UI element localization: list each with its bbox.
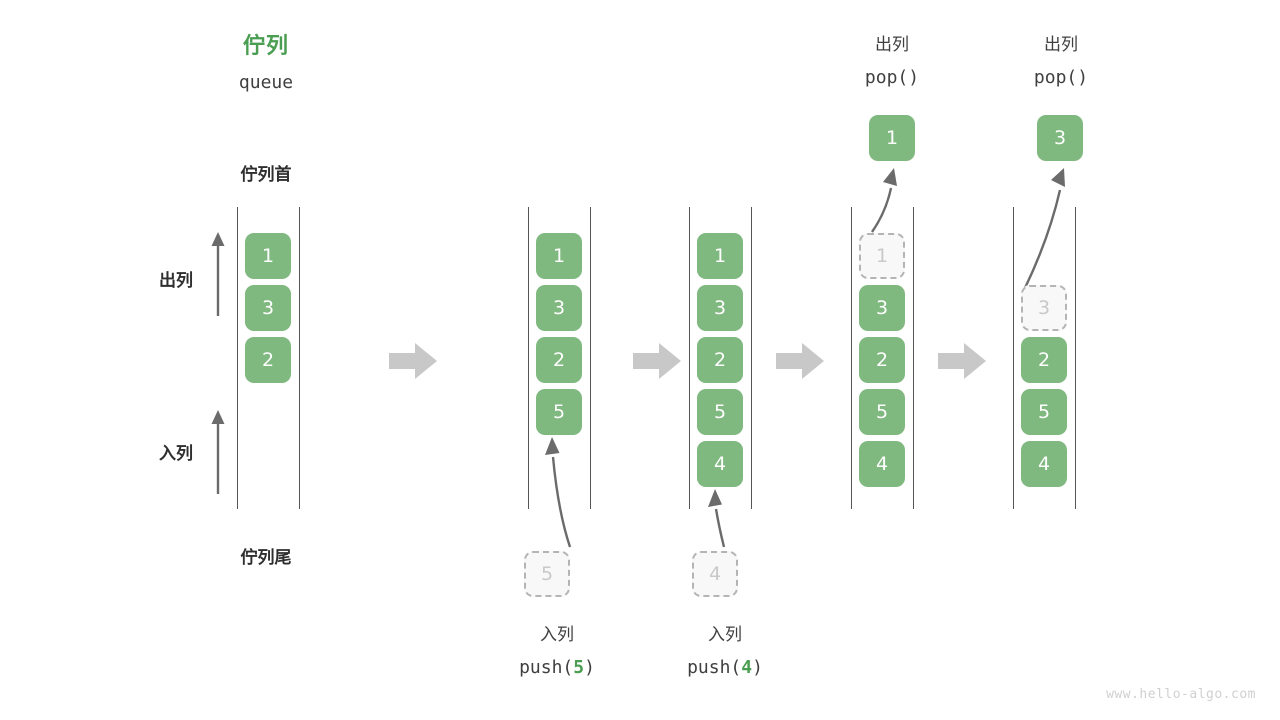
queue-cell: 2 — [245, 337, 291, 383]
queue-cell: 3 — [697, 285, 743, 331]
push4-code-prefix: push( — [687, 657, 742, 678]
queue-rail-right-col3 — [751, 207, 752, 509]
step-arrow-icon — [633, 343, 681, 379]
pop3-header-code-text: pop() — [1033, 67, 1089, 88]
queue-cell: 5 — [1021, 389, 1067, 435]
popped-element: 3 — [1037, 115, 1083, 161]
push4-caption-cn: 入列 — [708, 625, 742, 645]
queue-cell: 2 — [859, 337, 905, 383]
queue-rail-right-col1 — [299, 207, 300, 509]
queue-cell: 5 — [536, 389, 582, 435]
pop3-header-cn: 出列 — [1044, 35, 1078, 55]
queue-cell: 5 — [697, 389, 743, 435]
push5-caption-cn: 入列 — [540, 625, 574, 645]
queue-rail-right-col5 — [1075, 207, 1076, 509]
dequeue-direction-arrow-icon — [211, 232, 225, 316]
queue-cell: 2 — [536, 337, 582, 383]
push4-code-num: 4 — [741, 657, 753, 678]
incoming-element-ghost: 4 — [692, 551, 738, 597]
dequeue-direction-label: 出列 — [159, 271, 193, 291]
queue-cell: 2 — [1021, 337, 1067, 383]
enqueue-motion-arrow-icon — [708, 489, 726, 548]
step-arrow-icon — [776, 343, 824, 379]
queue-cell: 3 — [859, 285, 905, 331]
queue-cell: 2 — [697, 337, 743, 383]
step-arrow-icon — [389, 343, 437, 379]
enqueue-motion-arrow-icon — [545, 437, 572, 548]
push5-caption-code: push(5) — [487, 653, 627, 683]
queue-cell: 1 — [245, 233, 291, 279]
queue-rail-left-col3 — [689, 207, 690, 509]
queue-cell: 5 — [859, 389, 905, 435]
push4-caption-code: push(4) — [655, 653, 795, 683]
queue-rail-left-col4 — [851, 207, 852, 509]
enqueue-direction-label: 入列 — [159, 444, 193, 464]
diagram-title-en: queue — [238, 72, 294, 93]
queue-cell: 4 — [859, 441, 905, 487]
pop1-header-code-text: pop() — [864, 67, 920, 88]
push5-code-prefix: push( — [519, 657, 574, 678]
pop1-header-code: pop() — [822, 63, 962, 93]
queue-cell: 1 — [697, 233, 743, 279]
queue-rail-left-col1 — [237, 207, 238, 509]
queue-cell: 3 — [536, 285, 582, 331]
queue-cell-ghost: 1 — [859, 233, 905, 279]
diagram-title-cn: 佇列 — [242, 34, 289, 59]
queue-rail-right-col4 — [913, 207, 914, 509]
queue-cell: 3 — [245, 285, 291, 331]
queue-cell: 4 — [1021, 441, 1067, 487]
enqueue-direction-arrow-icon — [211, 410, 225, 494]
queue-rail-right-col2 — [590, 207, 591, 509]
queue-cell-ghost: 3 — [1021, 285, 1067, 331]
push5-code-num: 5 — [573, 657, 585, 678]
queue-cell: 1 — [536, 233, 582, 279]
queue-tail-label: 佇列尾 — [240, 548, 292, 568]
pop-motion-arrow-icon — [1023, 168, 1065, 289]
queue-cell: 4 — [697, 441, 743, 487]
queue-head-label: 佇列首 — [240, 165, 292, 185]
incoming-element-ghost: 5 — [524, 551, 570, 597]
popped-element: 1 — [869, 115, 915, 161]
pop1-header-cn: 出列 — [875, 35, 909, 55]
pop3-header-code: pop() — [991, 63, 1131, 93]
watermark: www.hello-algo.com — [1106, 687, 1256, 702]
push4-code-suffix: ) — [752, 657, 763, 678]
queue-rail-left-col5 — [1013, 207, 1014, 509]
queue-rail-left-col2 — [528, 207, 529, 509]
pop-motion-arrow-icon — [871, 168, 897, 233]
push5-code-suffix: ) — [584, 657, 595, 678]
step-arrow-icon — [938, 343, 986, 379]
